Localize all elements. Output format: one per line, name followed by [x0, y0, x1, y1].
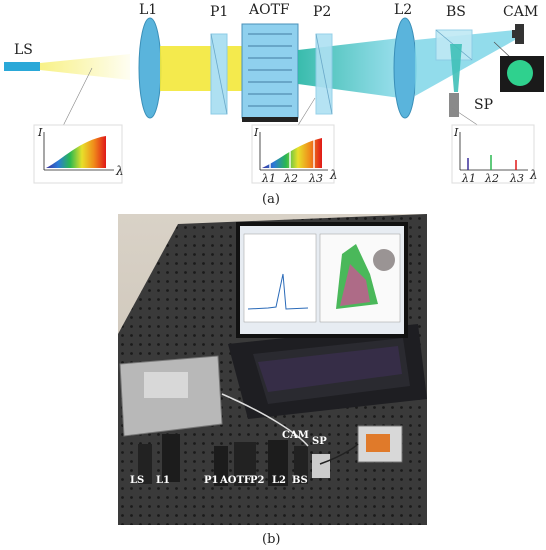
caption-a: (a): [262, 192, 280, 207]
inset3-lambda2: λ2: [485, 172, 499, 185]
photo-label-bs: BS: [292, 475, 308, 486]
photo-label-l2: L2: [272, 475, 286, 486]
photo-label-aotf: AOTF: [220, 475, 252, 486]
label-sp: SP: [474, 97, 494, 113]
light-source: [4, 62, 40, 71]
photo-label-p2: P2: [250, 475, 265, 486]
beam-diverging: [40, 54, 130, 80]
beam-filtered: [298, 38, 400, 98]
inset3-axis-x: λ: [530, 168, 538, 182]
lens-l2: [393, 17, 417, 119]
setup-photo: [118, 214, 427, 525]
inset1-axis-x: λ: [116, 164, 124, 178]
inset3-lambda3: λ3: [510, 172, 524, 185]
beam-collimated: [160, 46, 242, 91]
inset2-lambda1: λ1: [262, 172, 276, 185]
photo-label-cam: CAM: [282, 430, 309, 441]
inset2-lambda2: λ2: [284, 172, 298, 185]
label-bs: BS: [446, 4, 466, 20]
inset2-axis-y: I: [254, 126, 259, 139]
inset-line-spectrum: [451, 124, 535, 184]
inset-filtered-spectrum: [251, 124, 335, 184]
inset2-axis-x: λ: [330, 168, 338, 182]
photo-label-sp: SP: [312, 436, 327, 447]
label-p1: P1: [210, 4, 229, 20]
setup-diagram: [4, 17, 544, 184]
inset3-lambda1: λ1: [462, 172, 476, 185]
label-p2: P2: [313, 4, 332, 20]
photo-label-p1: P1: [204, 475, 219, 486]
label-ls: LS: [14, 42, 33, 58]
aotf-transducer: [242, 117, 298, 122]
camera-spot: [507, 60, 533, 86]
label-cam: CAM: [503, 4, 539, 20]
inset1-axis-y: I: [38, 126, 43, 139]
aotf-crystal: [241, 23, 299, 119]
beam-to-sp: [450, 44, 462, 92]
label-aotf: AOTF: [249, 2, 290, 18]
caption-b: (b): [262, 532, 281, 547]
label-l1: L1: [139, 2, 158, 18]
inset-broadband-spectrum: [33, 124, 123, 184]
inset3-axis-y: I: [454, 126, 459, 139]
spectrometer-sp: [449, 93, 459, 117]
camera-body: [515, 24, 524, 44]
photo-label-ls: LS: [130, 475, 145, 486]
photo-label-l1: L1: [156, 475, 170, 486]
inset2-lambda3: λ3: [309, 172, 323, 185]
label-l2: L2: [394, 2, 413, 18]
lens-l1: [138, 17, 162, 119]
